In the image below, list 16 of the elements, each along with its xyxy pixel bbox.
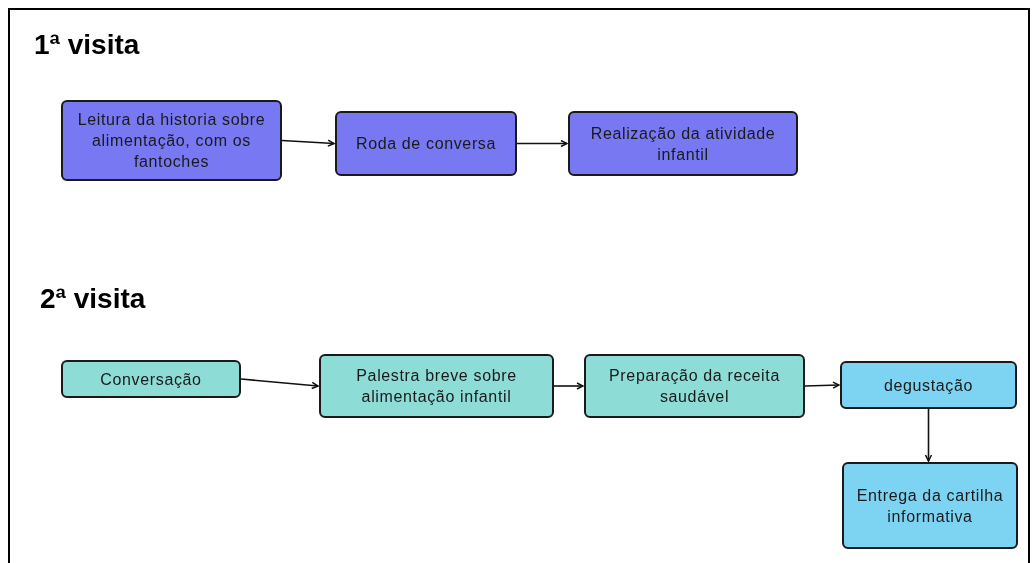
arrow [804,381,840,389]
arrow [281,139,335,147]
process-box: Realização da atividade infantil [568,111,798,176]
process-box: Roda de conversa [335,111,517,176]
process-box: Palestra breve sobre alimentação infantil [319,354,554,418]
section-heading: 1ª visita [34,28,140,62]
arrow [553,382,584,390]
arrow [516,139,568,148]
arrow [924,408,933,462]
process-box: Preparação da receita saudável [584,354,805,418]
process-box: Leitura da historia sobre alimentação, com os fantoches [61,100,282,181]
process-box: Entrega da cartilha informativa [842,462,1018,549]
arrow [240,378,319,390]
process-box: Conversação [61,360,241,398]
process-box: degustação [840,361,1017,409]
section-heading: 2ª visita [40,282,146,316]
